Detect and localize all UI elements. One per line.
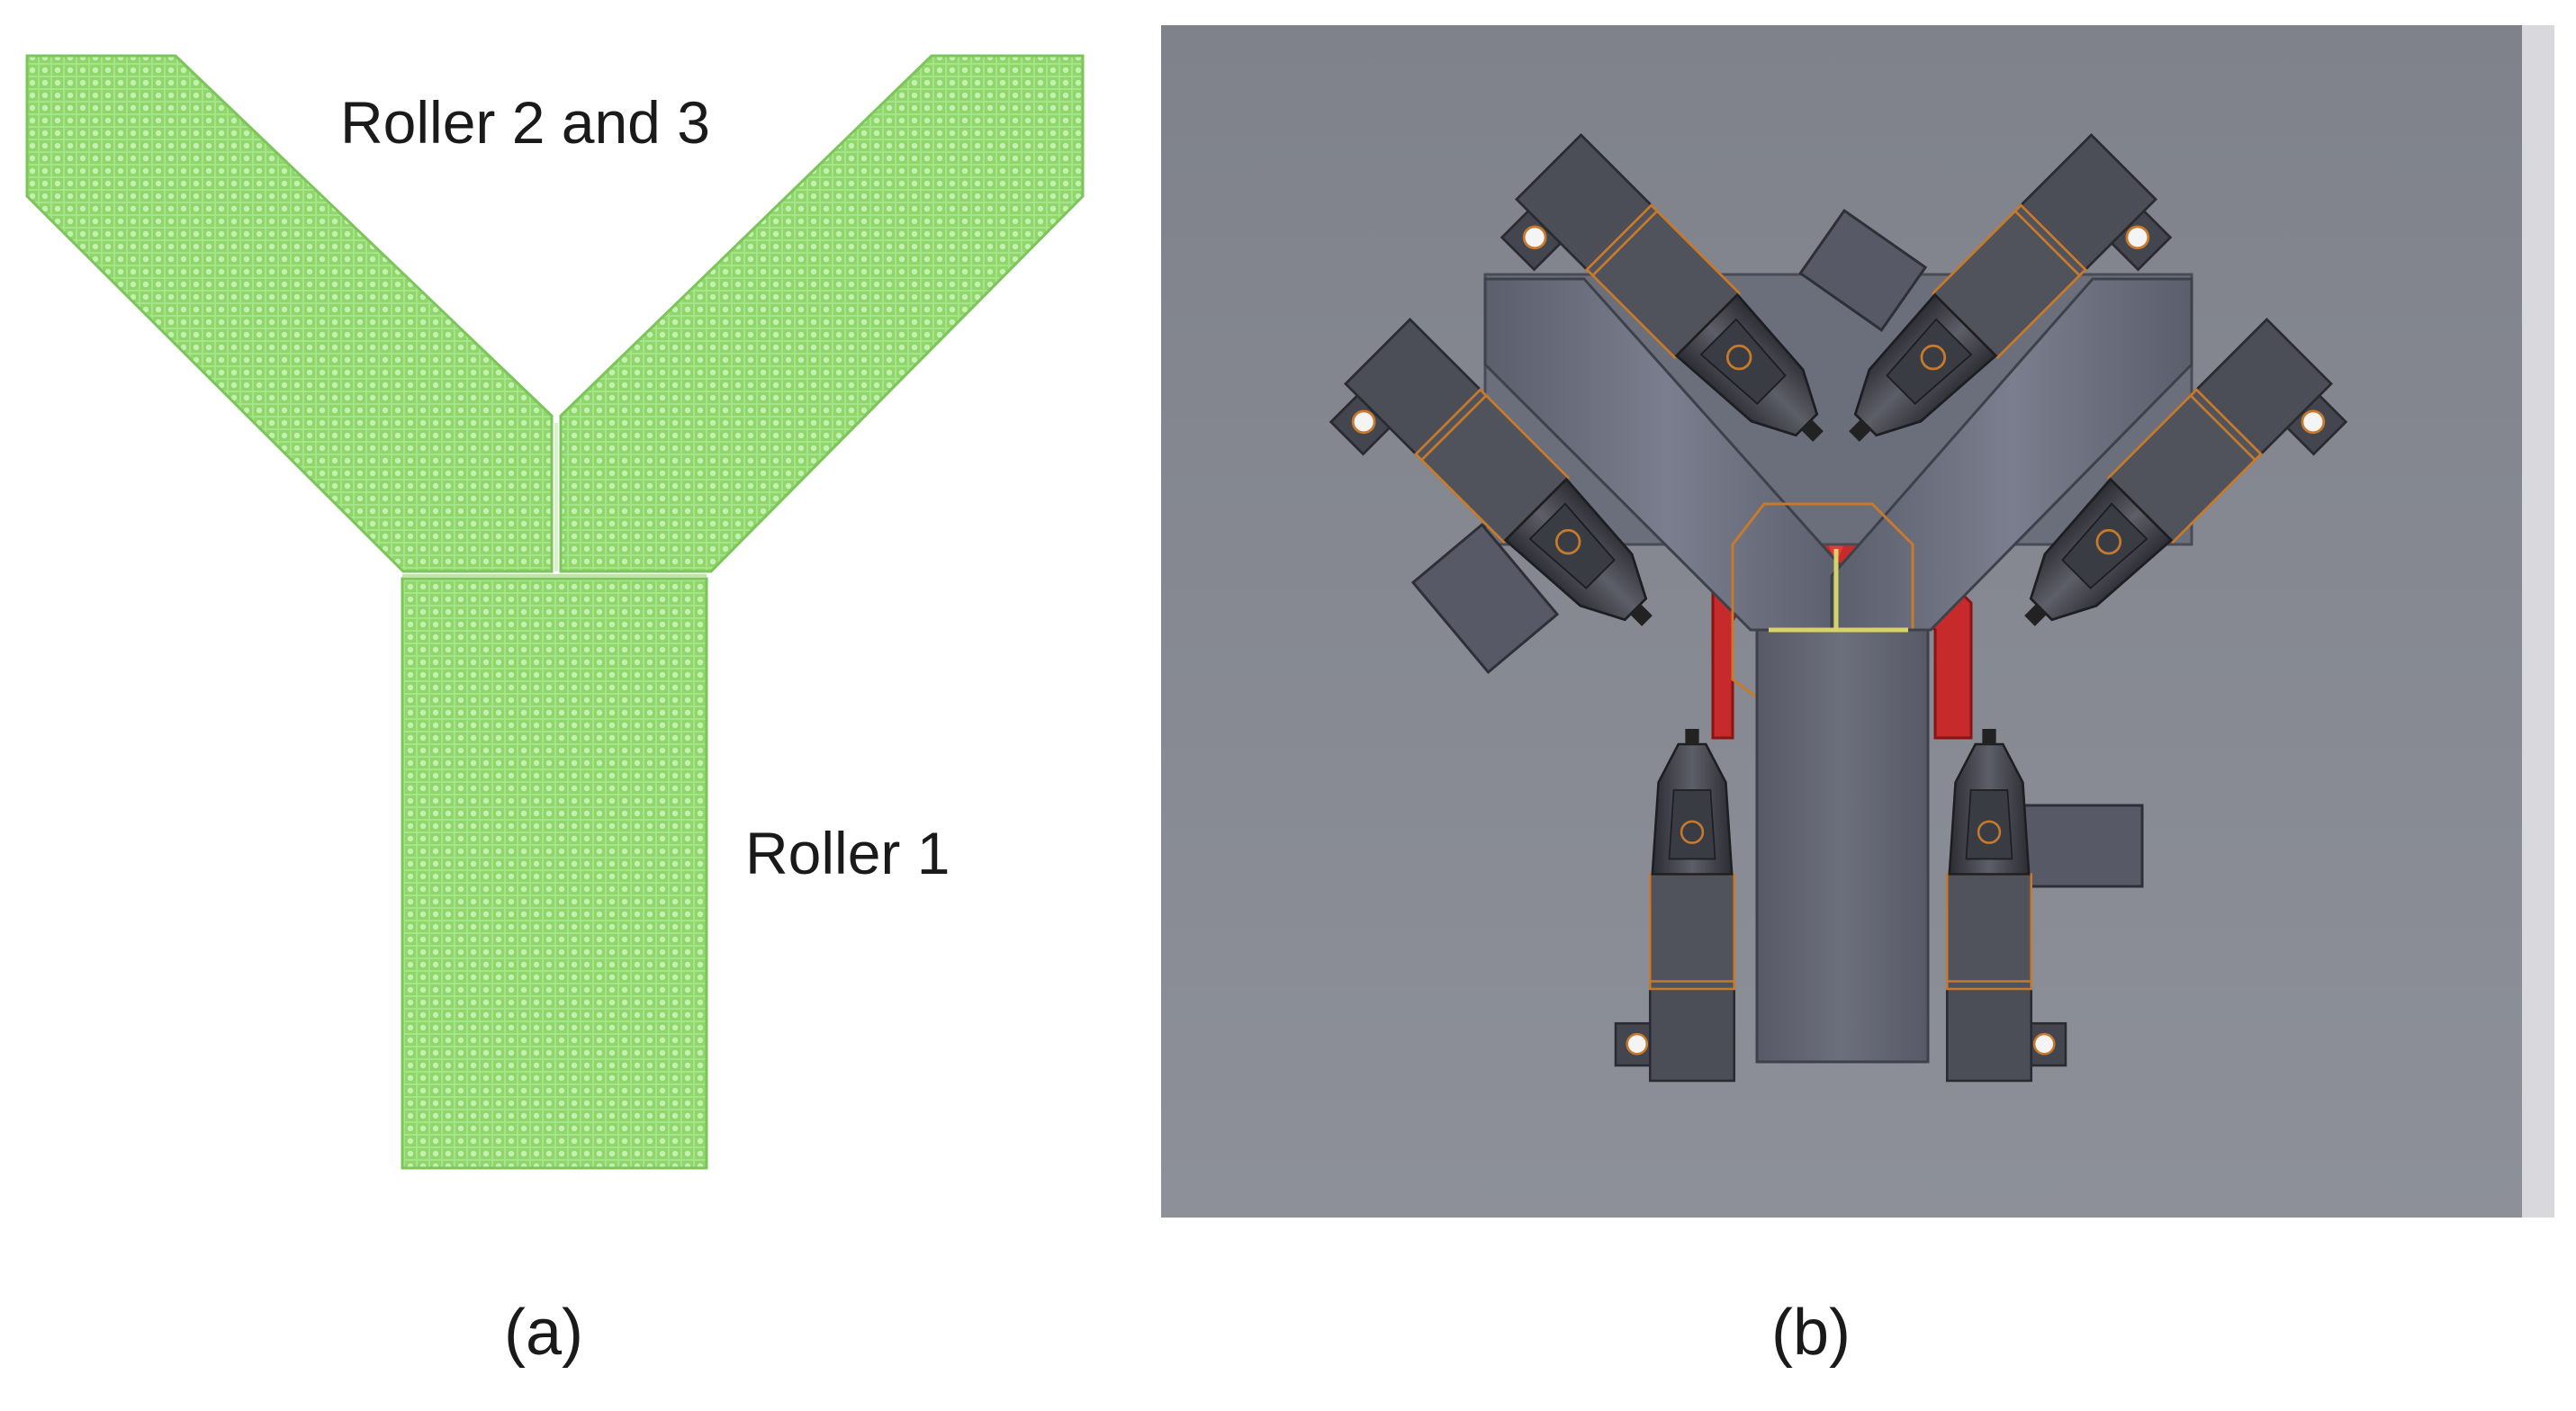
panel-a-mesh-diagram: [25, 54, 1085, 1170]
caption-a: (a): [504, 1297, 583, 1369]
roller-1-label: Roller 1: [745, 820, 950, 886]
panel-b-cad-assembly: [1161, 25, 2554, 1218]
roller-1-mesh: [401, 577, 708, 1170]
caption-b: (b): [1771, 1297, 1851, 1369]
right-cylinder: [2019, 804, 2144, 888]
lower-roller-stem: [1755, 628, 1930, 1064]
cad-viewport-edge: [2522, 25, 2554, 1218]
left-cylinder: [1410, 522, 1560, 675]
roller-3-mesh: [559, 54, 1085, 573]
roller-2-and-3-label: Roller 2 and 3: [340, 89, 710, 156]
top-cylinder: [1798, 208, 1928, 332]
roller-2-mesh: [25, 54, 554, 573]
